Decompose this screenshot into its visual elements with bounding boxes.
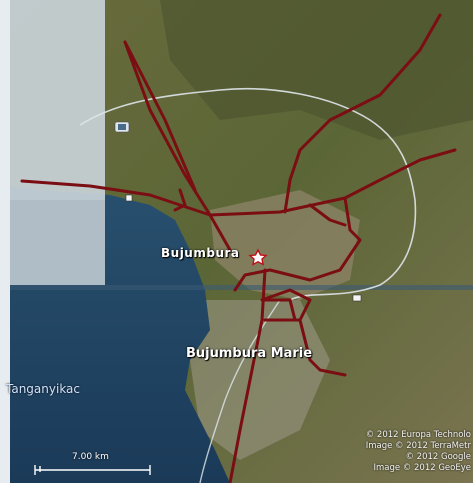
- tile-seam: [10, 285, 473, 290]
- road: [263, 298, 297, 322]
- boundary-line-south: [199, 299, 281, 483]
- urban-area-south: [190, 300, 330, 460]
- marker-icon: [125, 194, 133, 202]
- lake-label[interactable]: Tanganyikac: [6, 382, 81, 396]
- marker-icon: [352, 294, 362, 302]
- road-network: [20, 13, 457, 483]
- road: [20, 179, 212, 217]
- attribution-line: © 2012 Google: [405, 452, 471, 462]
- road: [208, 196, 347, 217]
- boundary-line: [79, 87, 417, 301]
- star-icon[interactable]: [248, 248, 268, 266]
- road: [308, 203, 347, 227]
- road-shield-icon: [114, 121, 130, 133]
- attribution: © 2012 Europa Technolo Image © 2012 Terr…: [366, 430, 471, 474]
- road: [123, 40, 232, 252]
- left-frame: [0, 0, 10, 483]
- urban-area: [210, 190, 360, 300]
- attribution-line: Image © 2012 TerraMetr: [365, 441, 471, 451]
- imagery-tile-pale-water: [10, 200, 105, 285]
- scale-label: 7.00 km: [72, 452, 109, 462]
- road: [173, 188, 187, 212]
- attribution-line: © 2012 Europa Technolo: [365, 430, 471, 440]
- road: [123, 40, 197, 192]
- highlands: [160, 0, 473, 140]
- road: [283, 13, 442, 214]
- scale-bar: [34, 465, 151, 475]
- province-label[interactable]: Bujumbura Marie: [186, 346, 313, 361]
- city-label[interactable]: Bujumbura: [161, 246, 240, 260]
- road: [228, 268, 267, 483]
- attribution-line: Image © 2012 GeoEye: [373, 463, 471, 473]
- road: [343, 148, 457, 200]
- road: [233, 196, 362, 292]
